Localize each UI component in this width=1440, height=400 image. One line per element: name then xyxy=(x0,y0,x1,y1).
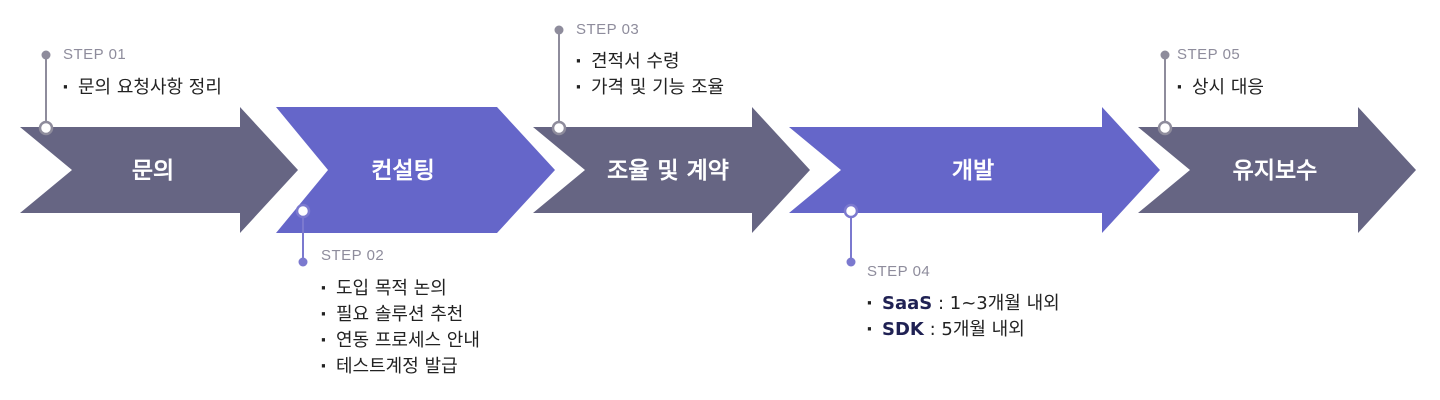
phase-title-negotiation: 조율 및 계약 xyxy=(607,158,729,184)
step-02-marker xyxy=(295,203,311,267)
step-04-label: STEP 04 xyxy=(867,263,931,280)
phase-title-consulting: 컨설팅 xyxy=(371,158,434,184)
phase-title-inquiry: 문의 xyxy=(132,158,174,184)
list-item: ·가격 및 기능 조율 xyxy=(575,77,725,98)
phase-arrow-maintenance xyxy=(1138,107,1416,233)
list-item: ·테스트계정 발급 xyxy=(320,356,458,377)
step-02-label: STEP 02 xyxy=(321,247,385,264)
phase-arrow-development xyxy=(789,107,1160,233)
phase-arrow-consulting xyxy=(276,107,555,233)
step-04-marker xyxy=(843,203,859,267)
step-02-list: ·도입 목적 논의 ·필요 솔루션 추천 ·연동 프로세스 안내 ·테스트계정 … xyxy=(320,276,480,380)
step-03-label: STEP 03 xyxy=(576,21,640,38)
step-05-list: ·상시 대응 xyxy=(1176,75,1264,101)
list-item: ·SaaS : 1~3개월 내외 xyxy=(866,293,1060,314)
list-item: ·도입 목적 논의 xyxy=(320,278,447,299)
step-05-label: STEP 05 xyxy=(1177,46,1241,63)
list-item: ·연동 프로세스 안내 xyxy=(320,330,480,351)
step-03-list: ·견적서 수령 ·가격 및 기능 조율 xyxy=(575,49,724,101)
list-item: ·상시 대응 xyxy=(1176,77,1264,98)
phase-title-development: 개발 xyxy=(952,158,994,184)
step-01-label: STEP 01 xyxy=(63,46,127,63)
list-item: ·견적서 수령 xyxy=(575,51,680,72)
phase-arrow-inquiry xyxy=(20,107,298,233)
list-item: ·문의 요청사항 정리 xyxy=(62,77,222,98)
step-05-marker xyxy=(1157,50,1173,136)
list-item: ·SDK : 5개월 내외 xyxy=(866,319,1025,340)
step-01-list: ·문의 요청사항 정리 xyxy=(62,75,222,101)
list-item: ·필요 솔루션 추천 xyxy=(320,304,464,325)
step-01-marker xyxy=(38,50,54,136)
step-04-list: ·SaaS : 1~3개월 내외 ·SDK : 5개월 내외 xyxy=(866,291,1060,343)
phase-arrow-negotiation xyxy=(533,107,810,233)
step-03-marker xyxy=(551,25,567,136)
phase-title-maintenance: 유지보수 xyxy=(1233,158,1318,184)
